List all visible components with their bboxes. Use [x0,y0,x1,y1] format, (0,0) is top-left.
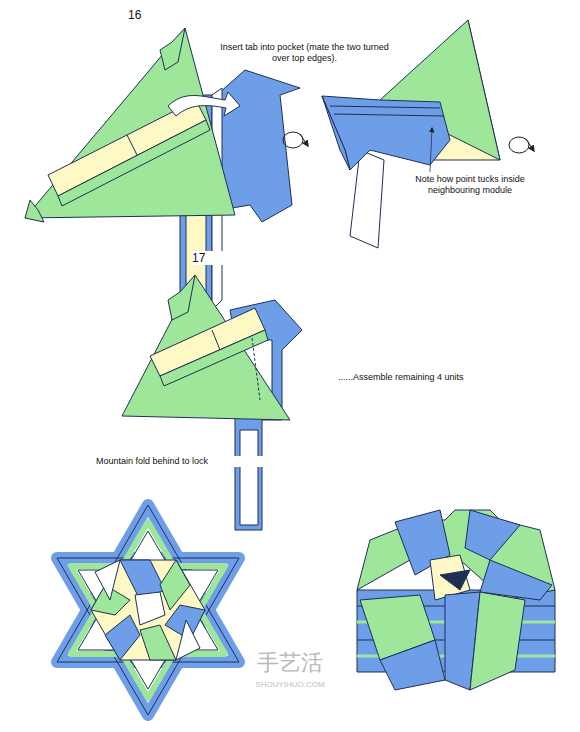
step16-module-pair [25,28,300,310]
instruction-note: ......Assemble remaining 4 units [338,372,538,383]
turn-over-symbol [283,132,534,153]
watermark: 手艺活 [240,650,340,676]
instruction-note: Note how point tucks inside neighbouring… [400,174,540,196]
finished-star-top-view [57,505,239,715]
instruction-note: Mountain fold behind to lock [96,456,276,467]
watermark: SHOUYIHUO.COM [240,680,340,690]
step-number: 17 [192,251,232,265]
finished-star-3d-view [357,510,555,690]
step17-locked-pair [122,275,302,530]
step-number: 16 [128,8,168,22]
instruction-note: Insert tab into pocket (mate the two tur… [212,42,397,64]
